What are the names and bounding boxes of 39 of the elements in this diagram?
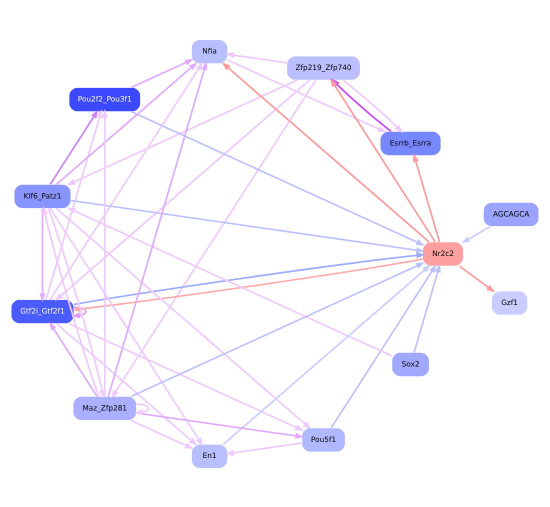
arrow [461,225,491,243]
arrow [66,78,298,185]
arrow [412,152,440,242]
arrow [66,207,392,356]
arrow [50,208,204,446]
arrow [130,58,194,88]
arrow [68,322,304,430]
arrow [102,108,108,396]
arrow [56,207,312,429]
arrow [111,79,316,398]
arrow [49,321,98,396]
arrow [130,419,194,449]
arrow [56,62,198,184]
arrow [136,412,304,438]
arrow [108,60,208,396]
arrow [413,263,441,352]
arrow [70,199,425,253]
arrow [74,252,426,305]
arrow [130,262,425,397]
arrow [222,264,431,444]
arrow [71,258,423,312]
arrow [225,52,287,64]
arrow [42,206,100,396]
arrow [56,322,198,446]
arrow [222,62,430,242]
arrow [71,306,87,318]
arrow [130,110,425,246]
arrow [50,61,204,300]
arrow [342,79,404,133]
arrow [50,109,98,184]
arrow [39,208,46,302]
arrow [48,208,106,398]
arrow [225,442,302,456]
arrow [54,79,310,301]
arrow [134,402,150,415]
arrow [330,264,437,428]
arrow [227,58,386,132]
arrow [458,264,496,292]
arrow [45,108,102,299]
